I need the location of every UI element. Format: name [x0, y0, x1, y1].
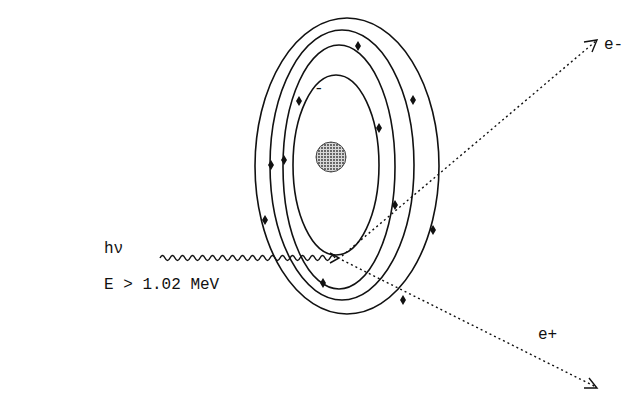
electron-track [342, 41, 596, 256]
electron [320, 278, 326, 288]
electron [400, 295, 406, 305]
track-arrowhead [584, 40, 597, 52]
electron [410, 95, 416, 105]
track-arrowhead [584, 378, 597, 388]
photon-symbol: hν [104, 240, 123, 258]
photon-arrowhead [330, 253, 339, 263]
electron-shell [283, 45, 395, 289]
electron [268, 160, 274, 170]
electron-shell [255, 18, 439, 314]
electron [296, 96, 302, 106]
electron [355, 41, 361, 51]
electron [392, 200, 398, 210]
energy-label: E > 1.02 MeV [104, 276, 219, 294]
electrons [262, 41, 436, 305]
positron-track [342, 260, 596, 387]
charge-sign: - [314, 80, 324, 98]
photon-wave [160, 256, 335, 261]
electron-shell [270, 30, 414, 300]
electron [262, 215, 268, 225]
electron-shell [293, 75, 379, 255]
electron [430, 225, 436, 235]
particle-label: e+ [538, 326, 557, 344]
electron [281, 155, 287, 165]
electron [376, 123, 382, 133]
nucleus [316, 142, 346, 172]
particle-label: e- [604, 36, 623, 54]
